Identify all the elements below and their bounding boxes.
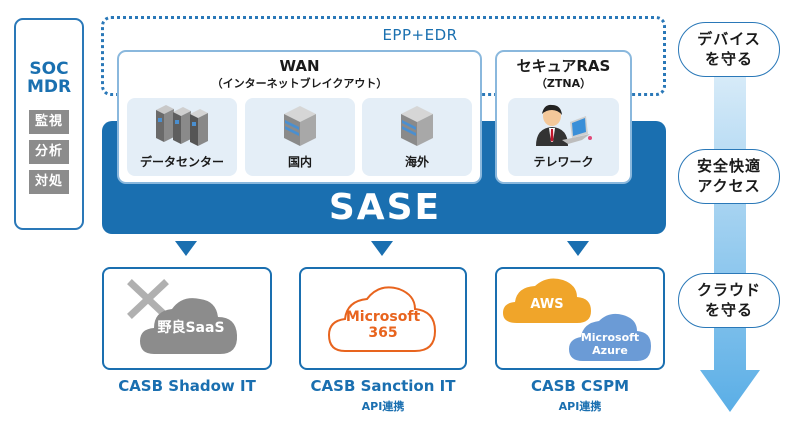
flow-step-line1: クラウド — [696, 281, 761, 299]
tile-overseas: 海外 — [362, 98, 472, 176]
flow-step-line1: デバイス — [697, 30, 761, 48]
ras-title: セキュアRAS — [516, 57, 611, 75]
ras-subtitle: （ZTNA） — [535, 77, 592, 90]
teleworker-icon — [535, 104, 592, 146]
tile-domestic: 国内 — [245, 98, 355, 176]
soc-tag-respond: 対処 — [29, 170, 69, 194]
microsoft-365-cloud-icon — [327, 286, 437, 352]
down-arrow-icon — [371, 241, 393, 256]
tile-label: テレワーク — [533, 155, 594, 169]
casb-sanction-it-box: Microsoft 365 — [299, 267, 467, 370]
down-arrow-icon — [567, 241, 589, 256]
blocked-saas-cloud-icon — [127, 279, 238, 354]
soc-tag-analyze: 分析 — [29, 140, 69, 164]
tile-label: データセンター — [139, 155, 224, 169]
casb-cspm-sub: API連携 — [558, 400, 602, 413]
flow-step-line2: を守る — [704, 50, 753, 68]
flow-step-device: デバイス を守る — [678, 22, 780, 77]
secure-ras-card: セキュアRAS （ZTNA） テレワーク — [495, 50, 632, 184]
soc-title: SOC — [29, 59, 69, 79]
tile-datacenter: データセンター — [127, 98, 237, 176]
casb-sanction-it-label: CASB Sanction IT — [310, 377, 456, 395]
flow-step-line2: を守る — [704, 301, 753, 319]
casb-shadow-it-label: CASB Shadow IT — [118, 377, 256, 395]
tile-label: 海外 — [404, 155, 429, 169]
soc-mdr-panel: SOC MDR 監視 分析 対処 — [14, 18, 84, 230]
flow-step-access: 安全快適 アクセス — [678, 149, 780, 204]
server-rack-icon — [156, 105, 208, 146]
flow-arrow — [700, 40, 760, 412]
aws-label: AWS — [530, 297, 564, 312]
wan-card: WAN （インターネットブレイクアウト） データセンター — [117, 50, 482, 184]
wan-title: WAN — [279, 57, 320, 75]
flow-step-cloud: クラウド を守る — [678, 273, 780, 328]
flow-step-line1: 安全快適 — [696, 157, 761, 175]
mdr-title: MDR — [26, 77, 72, 97]
cloud-label: 野良SaaS — [157, 320, 225, 336]
cloud-label-line1: Microsoft — [345, 309, 421, 325]
azure-label-line2: Azure — [592, 344, 628, 357]
down-arrow-icon — [175, 241, 197, 256]
flow-step-line2: アクセス — [697, 177, 761, 195]
casb-shadow-it-box: 野良SaaS — [102, 267, 272, 370]
cloud-label-line2: 365 — [368, 325, 398, 341]
building-icon — [284, 106, 316, 146]
wan-subtitle: （インターネットブレイクアウト） — [211, 77, 388, 90]
casb-sanction-it-sub: API連携 — [361, 400, 405, 413]
epp-edr-label: EPP+EDR — [382, 26, 458, 44]
sase-label: SASE — [328, 187, 442, 228]
aws-azure-clouds-icon — [503, 278, 651, 361]
tile-telework: テレワーク — [508, 98, 619, 176]
building-icon — [401, 106, 433, 146]
soc-tag-monitor: 監視 — [29, 110, 69, 134]
casb-cspm-box: AWS Microsoft Azure — [495, 267, 665, 370]
azure-label-line1: Microsoft — [580, 331, 640, 344]
casb-cspm-label: CASB CSPM — [530, 377, 630, 395]
tile-label: 国内 — [287, 155, 312, 169]
